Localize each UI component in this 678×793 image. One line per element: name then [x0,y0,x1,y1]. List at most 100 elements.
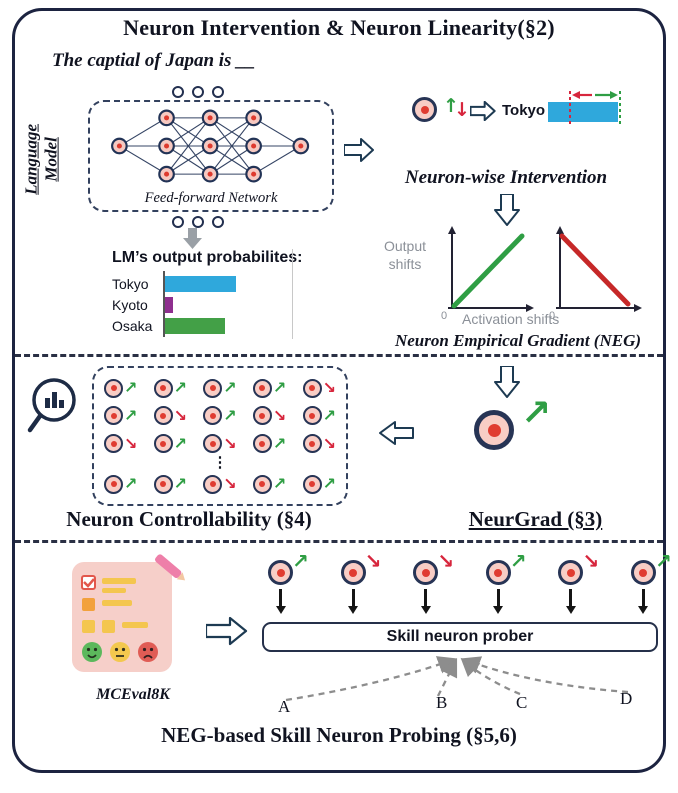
gradient-down-arrow-icon: ↘ [124,433,138,453]
neuron-with-gradient: ↗ [252,378,287,398]
hollow-right-arrow-icon [470,101,496,121]
origin-label: 0 [549,310,555,320]
down-arrow-to-prober [569,589,573,606]
neuron-icon [302,474,322,494]
neuron-icon [412,97,437,122]
activation-down-arrow-icon: ↓ [454,99,470,121]
neuron-icon [302,434,322,453]
neuron-grid-row: ↗↘↗↘↗ [100,403,340,429]
gradient-up-arrow-icon: ↗ [223,405,237,425]
magnifier-chart-icon [27,378,76,433]
gradient-down-arrow-icon: ↘ [173,405,188,425]
section-divider-2 [15,540,663,543]
gradient-up-arrow-icon: ↗ [173,433,188,453]
negative-gradient-plot: 0 [549,226,642,320]
neuron-with-gradient: ↗ [630,551,672,606]
gradient-down-arrow-icon: ↘ [437,549,454,573]
neuron-with-gradient: ↘ [203,474,237,494]
figure-border [12,8,666,773]
prob-bar-row: Osaka [112,315,236,336]
prob-bar [163,317,225,334]
neuron-icon [252,406,272,426]
lm-output-heading: LM’s output probabilites: [112,249,303,266]
neuron-with-gradient: ↗ [252,474,287,494]
prob-bar-row: Kyoto [112,294,236,315]
gradient-up-arrow-icon: ↗ [124,474,138,493]
pencil-icon [155,554,186,581]
neuron-icon [104,406,123,426]
neuron-with-gradient: ↘ [413,551,454,606]
down-arrow-to-prober [351,589,355,606]
origin-label: 0 [441,310,447,320]
prob-bar-label: Kyoto [112,296,148,313]
gradient-up-arrow-icon: ↗ [173,474,188,493]
neuron-icon [104,474,123,494]
hollow-down-arrow-icon [494,366,520,398]
neuron-icon [153,474,173,494]
neuron-with-gradient: ↘ [104,434,137,453]
neuron-icon [252,434,272,453]
neuron-icon [413,560,439,585]
neuron-with-gradient: ↘ [558,551,599,606]
neuron-icon [153,406,173,426]
option-b: B [436,693,448,712]
neuron-with-gradient: ↘ [302,378,336,398]
neuron-grid-row: ↘↗↘↗↘ [100,431,340,457]
neg-label: Neuron Empirical Gradient (NEG) [394,331,642,350]
neuron-grid-box: ↗↗↗↗↘ ↗↘↗↘↗ ↘↗↘↗↘ ⋮ ↗↗↘↗↗ [92,366,348,506]
prediction-fan-arrows [285,656,629,702]
hollow-right-arrow-icon [344,138,374,162]
gradient-down-arrow-icon: ↘ [364,549,382,573]
neuron-with-gradient: ↗ [104,474,138,494]
neuron-with-gradient: ↗ [302,474,336,494]
gradient-down-arrow-icon: ↘ [223,474,237,493]
language-model-label: Language Model [22,104,63,214]
neuron-icon [302,406,322,426]
neuron-with-gradient: ↗ [252,434,286,453]
probed-neurons-row: ↗↘↘↗↘↗ [268,551,672,606]
neuron-with-gradient: ↗ [153,378,188,398]
hollow-left-arrow-icon [379,421,414,445]
neuron-icon [104,434,123,453]
neuron-icon [252,378,272,398]
neuron-icon [153,434,173,453]
shift-right-arrowhead [610,91,618,99]
skill-neuron-prober-box: Skill neuron prober [262,622,658,652]
neuron-icon [203,434,223,453]
neuron-with-gradient: ↗ [104,378,138,398]
down-arrow-to-prober [496,589,500,606]
section-title-neuron-intervention: Neuron Intervention & Neuron Linearity(§… [123,15,555,40]
gradient-up-arrow-icon: ↗ [654,549,672,573]
bottom-caption: NEG-based Skill Neuron Probing (§5,6) [161,723,517,747]
gradient-up-arrow-icon: ↗ [124,378,138,397]
ffn-label: Feed-forward Network [144,190,278,206]
gradient-down-arrow-icon: ↘ [322,378,336,397]
neuron-with-gradient: ↗ [485,551,527,606]
down-arrow-to-prober [424,589,428,606]
neuron-with-gradient: ↗ [153,474,188,494]
neuron-icon [474,410,514,450]
language-model-label-line1: Language [21,123,41,195]
negative-slope-line [559,233,631,307]
gradient-up-arrow-icon: ↗ [272,378,287,397]
gradient-up-arrow-icon: ↗ [173,378,188,397]
gradient-up-arrow-icon: ↗ [272,474,287,493]
neuron-icon [203,474,223,494]
gradient-up-arrow-icon: ↗ [124,405,138,425]
neuron-icon [630,560,656,585]
neutral-face-icon [110,642,130,662]
positive-slope-line [451,233,525,309]
neuron-grid-row: ↗ ↗ ↘ ↗ ↗ [100,471,340,497]
neuron-icon [558,560,584,585]
prob-bar [163,275,236,292]
gray-down-arrow-icon [183,228,202,249]
activation-up-arrow-icon: ↑ [443,95,459,117]
neuron-icon [203,406,223,426]
tokyo-word: Tokyo [502,102,546,119]
shift-left-arrowhead [572,91,580,99]
prob-bar-label: Osaka [112,317,153,334]
neuron-with-gradient: ↘ [302,434,336,453]
gradient-down-arrow-icon: ↘ [272,405,287,425]
